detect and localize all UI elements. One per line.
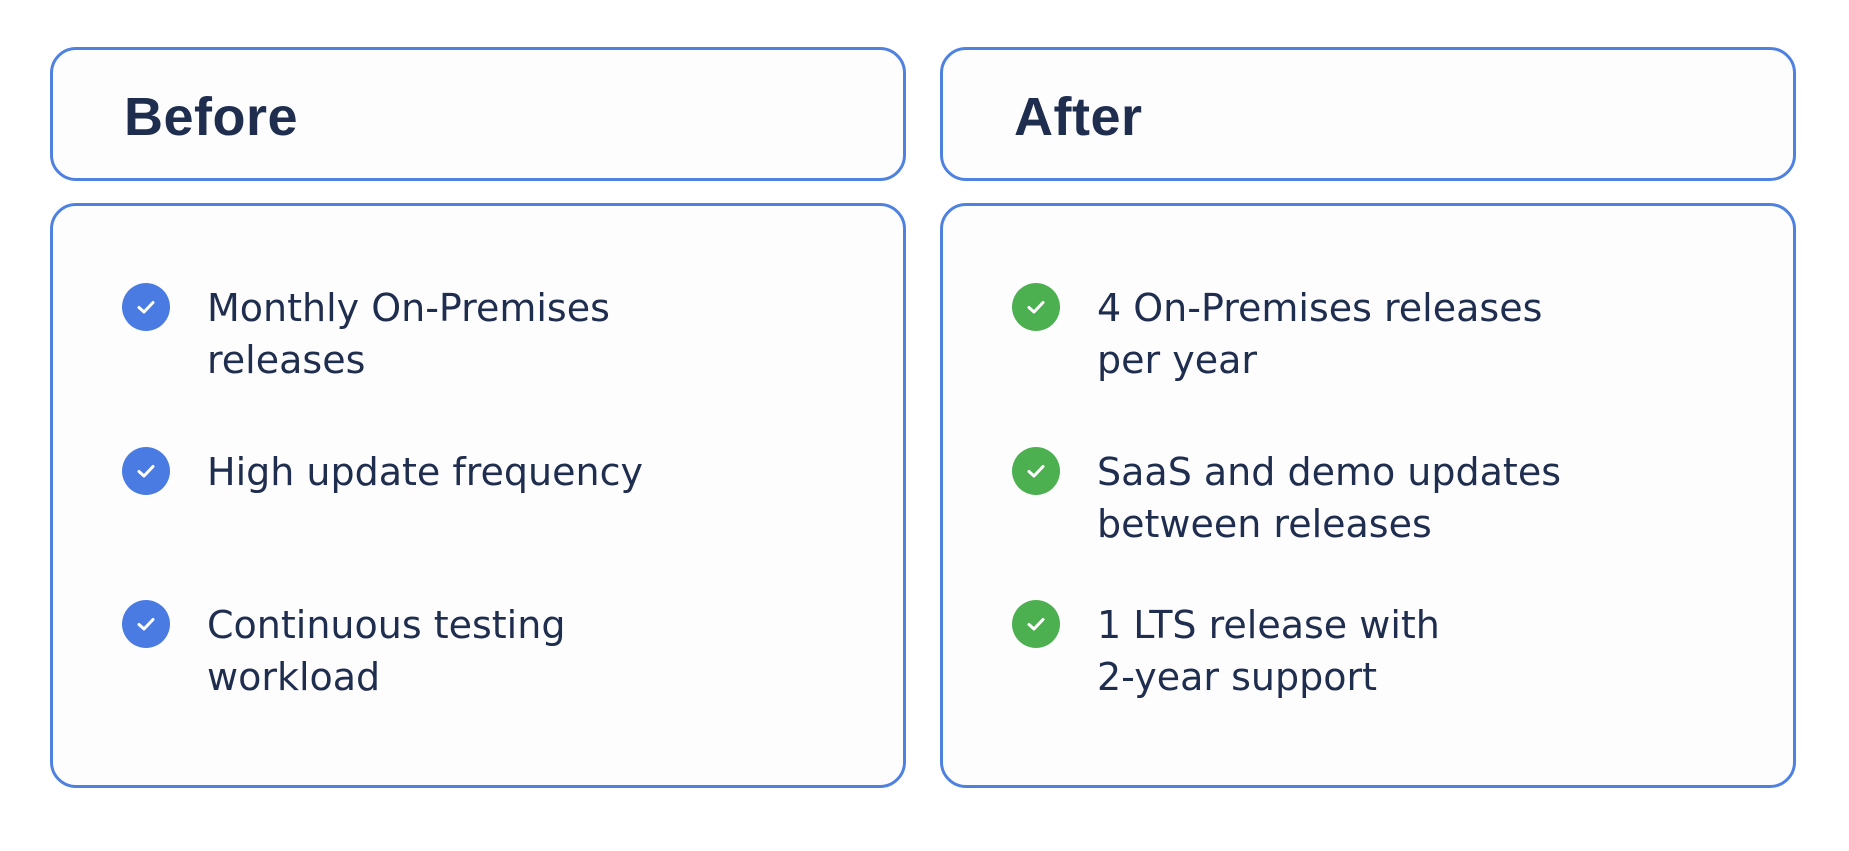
check-circle-icon [1012, 283, 1060, 331]
after-item-2: SaaS and demo updates between releases [1012, 446, 1617, 550]
after-item-1-text: 4 On-Premises releases per year [1097, 286, 1543, 382]
check-circle-icon [122, 600, 170, 648]
before-item-3: Continuous testing workload [122, 599, 727, 703]
check-circle-icon [122, 447, 170, 495]
after-title: After [1014, 87, 1143, 147]
check-circle-icon [1012, 447, 1060, 495]
after-list-box: 4 On-Premises releases per year SaaS and… [940, 203, 1796, 788]
check-circle-icon [1012, 600, 1060, 648]
before-item-1: Monthly On-Premises releases [122, 282, 727, 386]
before-title: Before [124, 87, 299, 147]
after-header-box: After [940, 47, 1796, 181]
before-item-2-text: High update frequency [207, 450, 643, 494]
after-item-3: 1 LTS release with 2-year support [1012, 599, 1617, 703]
before-item-1-text: Monthly On-Premises releases [207, 286, 610, 382]
after-item-1: 4 On-Premises releases per year [1012, 282, 1617, 386]
after-item-3-text: 1 LTS release with 2-year support [1097, 603, 1440, 699]
check-circle-icon [122, 283, 170, 331]
before-item-3-text: Continuous testing workload [207, 603, 566, 699]
before-header-box: Before [50, 47, 906, 181]
before-list-box: Monthly On-Premises releases High update… [50, 203, 906, 788]
after-item-2-text: SaaS and demo updates between releases [1097, 450, 1561, 546]
before-item-2: High update frequency [122, 446, 727, 498]
